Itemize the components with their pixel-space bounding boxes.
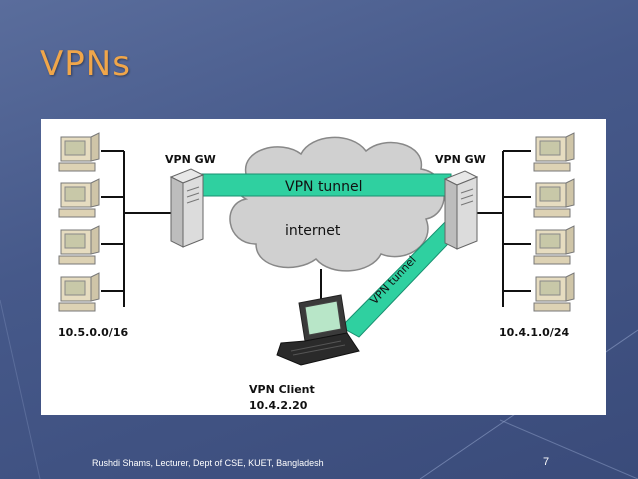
slide-title: VPNs (40, 44, 131, 84)
internet-cloud (229, 136, 445, 272)
cloud-label: internet (285, 223, 341, 239)
right-lan-wiring (473, 150, 531, 307)
right-computer-icons (533, 132, 575, 312)
right-network-label: 10.4.1.0/24 (499, 326, 569, 339)
right-gateway-label: VPN GW (435, 153, 486, 166)
left-lan-wiring (101, 150, 171, 307)
footer-author: Rushdi Shams, Lecturer, Dept of CSE, KUE… (92, 458, 324, 468)
client-ip-label: 10.4.2.20 (249, 399, 308, 412)
left-network-label: 10.5.0.0/16 (58, 326, 128, 339)
tunnel-label: VPN tunnel (285, 179, 363, 195)
laptop-client-icon (276, 294, 360, 366)
right-gateway-server-icon (443, 170, 479, 250)
left-gateway-label: VPN GW (165, 153, 216, 166)
left-computer-icons (58, 132, 100, 312)
vpn-diagram: VPN GW VPN GW VPN tunnel internet VPN tu… (41, 119, 606, 415)
page-number: 7 (543, 456, 550, 468)
left-gateway-server-icon (169, 168, 205, 248)
client-label: VPN Client (249, 383, 315, 396)
